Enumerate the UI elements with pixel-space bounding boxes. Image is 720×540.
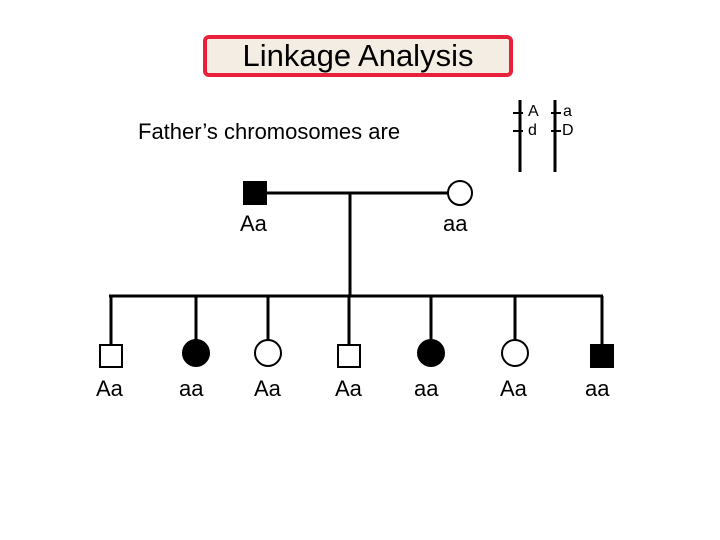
child-6-genotype: Aa: [500, 376, 527, 401]
caption-text: Father’s chromosomes are: [138, 119, 401, 144]
chromosome-1-top-allele: A: [528, 103, 539, 120]
chromosome-2-bottom-allele: D: [562, 122, 574, 139]
mother-genotype: aa: [443, 211, 468, 236]
child-2-genotype: aa: [179, 376, 204, 401]
child-4-genotype: Aa: [335, 376, 362, 401]
father-genotype: Aa: [240, 211, 267, 236]
child-7-symbol: [590, 344, 614, 368]
child-7-genotype: aa: [585, 376, 610, 401]
child-3-genotype: Aa: [254, 376, 281, 401]
child-4-symbol: [337, 344, 361, 368]
chromosome-1: [513, 100, 523, 172]
chromosome-1-bottom-allele: d: [528, 122, 537, 139]
child-2-symbol: [182, 339, 210, 367]
mother-symbol: [447, 180, 473, 206]
child-6-symbol: [501, 339, 529, 367]
chromosome-2: [551, 100, 561, 172]
child-1-genotype: Aa: [96, 376, 123, 401]
page-title: Linkage Analysis: [242, 38, 474, 73]
child-5-genotype: aa: [414, 376, 439, 401]
title-box: Linkage Analysis: [203, 35, 513, 77]
child-3-symbol: [254, 339, 282, 367]
chromosome-2-top-allele: a: [563, 103, 572, 120]
father-symbol: [243, 181, 267, 205]
child-1-symbol: [99, 344, 123, 368]
child-5-symbol: [417, 339, 445, 367]
